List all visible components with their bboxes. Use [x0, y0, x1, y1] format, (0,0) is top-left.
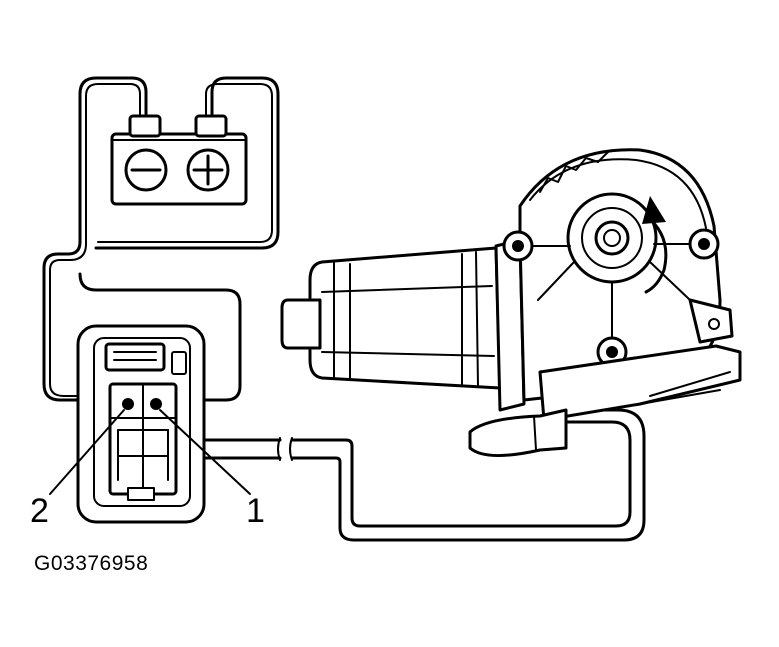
battery — [110, 114, 248, 206]
terminal-2-label: 2 — [30, 492, 49, 530]
window-motor — [280, 148, 742, 458]
terminal-2-pin — [122, 398, 134, 410]
cable-break — [277, 437, 293, 461]
leader-terminal-1 — [159, 409, 251, 495]
battery-positive-terminal — [194, 114, 228, 138]
terminal-1-label: 1 — [246, 492, 265, 530]
wire-positive — [78, 272, 242, 402]
wire-negative-inner — [49, 83, 141, 397]
figure-id: G03376958 — [34, 552, 149, 575]
wire-negative — [42, 76, 148, 402]
wire-positive-upper-inner — [97, 83, 273, 243]
rotation-arrow-icon — [642, 196, 668, 294]
wire-positive-upper — [94, 76, 280, 250]
leader-terminal-2 — [49, 409, 125, 495]
harness-cable — [202, 408, 646, 542]
motor-connector — [76, 324, 206, 524]
battery-negative-terminal — [128, 114, 162, 138]
terminal-1-pin — [150, 398, 162, 410]
